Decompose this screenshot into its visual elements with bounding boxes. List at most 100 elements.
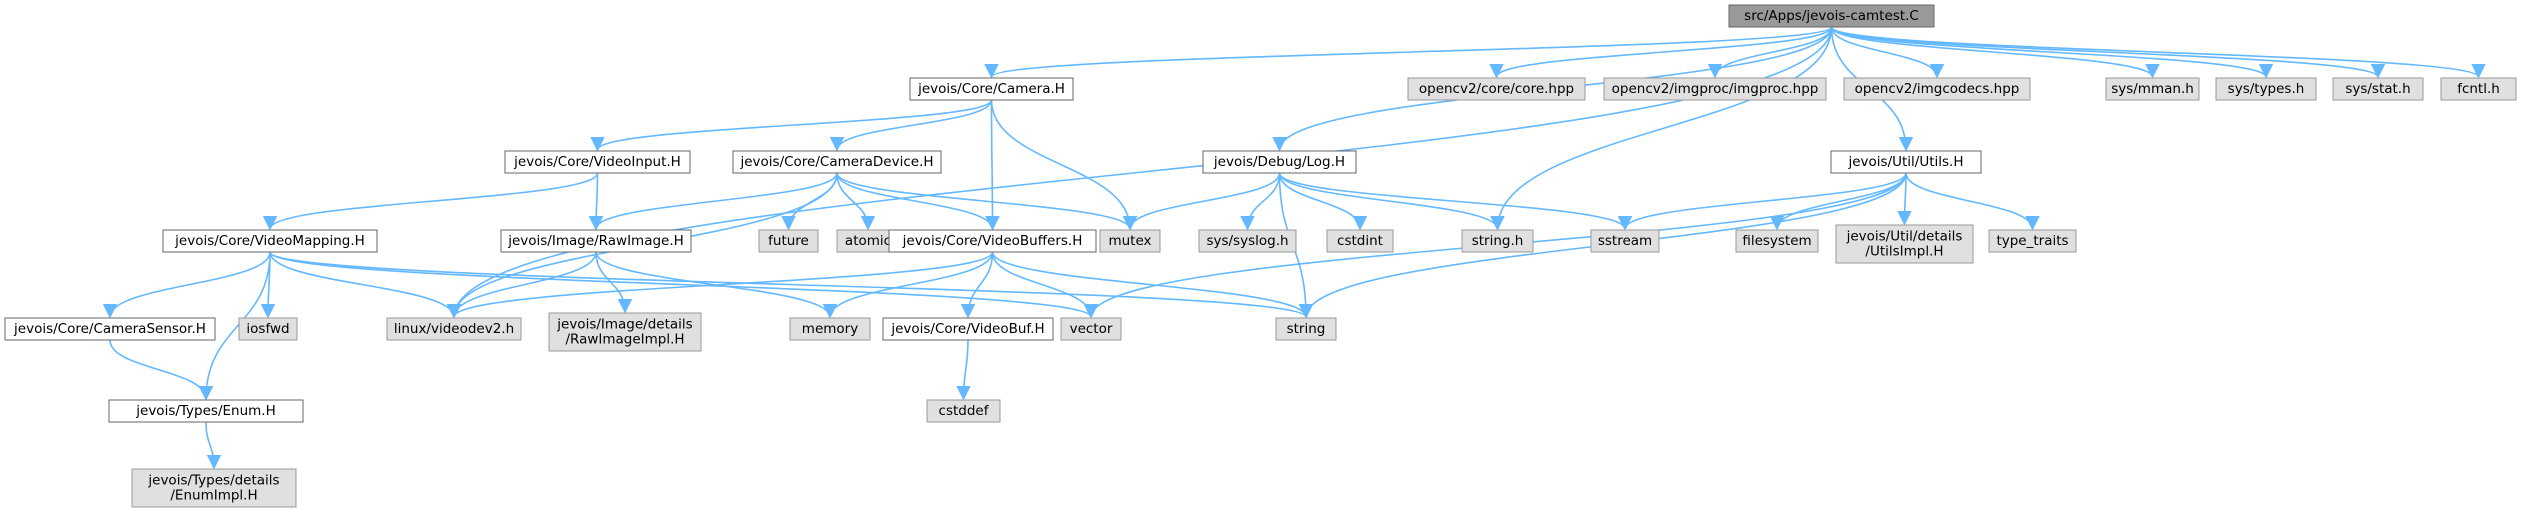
node-jevois-core-cameradevice-h[interactable]: jevois/Core/CameraDevice.H bbox=[732, 150, 942, 174]
edge-cameradevice-to-videobuffers bbox=[836, 172, 1000, 231]
node-label: filesystem bbox=[1742, 233, 1811, 249]
dependency-edge bbox=[102, 251, 271, 319]
node-label: string bbox=[1287, 321, 1326, 337]
node-box bbox=[926, 399, 1001, 423]
edge-utils-to-typetraits bbox=[1905, 172, 2040, 231]
dependency-edge bbox=[588, 172, 604, 231]
edge-root-to-systypes bbox=[1830, 26, 2273, 79]
edge-log-to-mutex bbox=[1122, 172, 1281, 231]
node-box bbox=[1590, 229, 1660, 253]
node-jevois-core-camerasensor-h[interactable]: jevois/Core/CameraSensor.H bbox=[4, 317, 216, 341]
node-future: future bbox=[758, 229, 819, 253]
node-sys-stat-h: sys/stat.h bbox=[2332, 77, 2424, 101]
node-label: src/Apps/jevois-camtest.C bbox=[1744, 8, 1919, 24]
edge-log-to-sstream bbox=[1278, 172, 1633, 231]
edge-root-to-camera bbox=[984, 26, 1833, 79]
node-box bbox=[1275, 317, 1337, 341]
node-jevois-core-videomapping-h[interactable]: jevois/Core/VideoMapping.H bbox=[162, 229, 378, 253]
edge-root-to-sysstat bbox=[1830, 26, 2385, 79]
nodes-layer: src/Apps/jevois-camtest.C jevois/Core/Cam… bbox=[4, 4, 2517, 508]
node-mutex: mutex bbox=[1099, 229, 1161, 253]
dependency-edge bbox=[1278, 172, 1633, 231]
node-sys-types-h: sys/types.h bbox=[2215, 77, 2317, 101]
dependency-edge bbox=[590, 99, 993, 152]
node-box bbox=[238, 317, 298, 341]
edge-root-to-cvcore bbox=[1489, 26, 1833, 79]
edge-videobuffers-to-memory bbox=[822, 251, 994, 319]
dependency-edge bbox=[985, 99, 1000, 231]
node-label: /UtilsImpl.H bbox=[1865, 244, 1943, 260]
node-label: string.h bbox=[1472, 233, 1524, 249]
edge-videomapping-to-string bbox=[269, 251, 1313, 319]
node-label: sys/stat.h bbox=[2345, 81, 2410, 97]
node-label: future bbox=[768, 233, 809, 249]
node-jevois-util-details-utilsimpl-h: jevois/Util/details/UtilsImpl.H bbox=[1835, 224, 1974, 264]
dependency-edge bbox=[836, 172, 876, 231]
node-jevois-core-videoinput-h[interactable]: jevois/Core/VideoInput.H bbox=[504, 150, 691, 174]
dependency-edge bbox=[960, 251, 994, 319]
edge-utils-to-filesystem bbox=[1769, 172, 1907, 231]
node-box bbox=[1735, 229, 1819, 253]
dependency-edge bbox=[262, 172, 599, 231]
node-box bbox=[162, 229, 378, 253]
node-jevois-types-enum-h[interactable]: jevois/Types/Enum.H bbox=[108, 399, 304, 423]
node-jevois-util-utils-h[interactable]: jevois/Util/Utils.H bbox=[1830, 150, 1982, 174]
node-linux-videodev2-h: linux/videodev2.h bbox=[386, 317, 522, 341]
dependency-edge bbox=[1707, 26, 1833, 79]
dependency-edge bbox=[109, 339, 214, 401]
node-label: jevois/Core/VideoBuffers.H bbox=[902, 233, 1083, 249]
node-label: vector bbox=[1070, 321, 1113, 337]
node-opencv2-imgcodecs-hpp: opencv2/imgcodecs.hpp bbox=[1843, 77, 2031, 101]
node-label: type_traits bbox=[1996, 233, 2068, 249]
node-memory: memory bbox=[789, 317, 871, 341]
edge-camera-to-mutex bbox=[990, 99, 1138, 231]
node-label: /EnumImpl.H bbox=[170, 488, 257, 504]
dependency-edge bbox=[198, 251, 271, 401]
node-box bbox=[882, 317, 1054, 341]
node-string: string bbox=[1275, 317, 1337, 341]
edge-log-to-syslog bbox=[1240, 172, 1281, 231]
node-jevois-core-camera-h[interactable]: jevois/Core/Camera.H bbox=[909, 77, 1074, 101]
node-jevois-core-videobuffers-h[interactable]: jevois/Core/VideoBuffers.H bbox=[888, 229, 1097, 253]
node-iosfwd: iosfwd bbox=[238, 317, 298, 341]
edge-log-to-stringh bbox=[1278, 172, 1505, 231]
edge-videomapping-to-vector bbox=[269, 251, 1098, 319]
node-src-apps-jevois-camtest-c[interactable]: src/Apps/jevois-camtest.C bbox=[1728, 4, 1935, 28]
dependency-edge bbox=[1617, 172, 1907, 231]
node-jevois-types-details-enumimpl-h: jevois/Types/details/EnumImpl.H bbox=[131, 468, 297, 508]
node-box bbox=[1843, 77, 2031, 101]
dependency-edge bbox=[1897, 172, 1912, 226]
node-label: sys/mman.h bbox=[2111, 81, 2194, 97]
edge-videobuffers-to-string bbox=[991, 251, 1314, 319]
node-box bbox=[758, 229, 819, 253]
dependency-edge bbox=[829, 99, 993, 152]
edge-utils-to-utilsimpl bbox=[1897, 172, 1912, 226]
dependency-edge bbox=[1830, 26, 2160, 79]
node-label: sstream bbox=[1598, 233, 1652, 249]
dependency-edge bbox=[269, 251, 462, 319]
node-box bbox=[1461, 229, 1534, 253]
dependency-edge bbox=[447, 251, 994, 319]
edge-log-to-cstdint bbox=[1278, 172, 1368, 231]
dependency-edge bbox=[984, 26, 1833, 79]
edge-utils-to-sstream bbox=[1617, 172, 1907, 231]
dependency-edge bbox=[1240, 172, 1281, 231]
node-jevois-debug-log-h[interactable]: jevois/Debug/Log.H bbox=[1202, 150, 1357, 174]
node-box bbox=[548, 312, 702, 352]
node-box bbox=[1198, 229, 1297, 253]
node-label: jevois/Core/VideoInput.H bbox=[513, 154, 681, 170]
dependency-edge bbox=[1278, 172, 1368, 231]
edge-camera-to-videobuffers bbox=[985, 99, 1000, 231]
node-label: jevois/Core/VideoMapping.H bbox=[174, 233, 365, 249]
dependency-edge bbox=[991, 251, 1314, 319]
node-opencv2-core-core-hpp: opencv2/core/core.hpp bbox=[1407, 77, 1586, 101]
node-label: /RawImageImpl.H bbox=[565, 332, 684, 348]
dependency-edge bbox=[991, 251, 1099, 319]
node-jevois-core-videobuf-h[interactable]: jevois/Core/VideoBuf.H bbox=[882, 317, 1054, 341]
node-string-h: string.h bbox=[1461, 229, 1534, 253]
node-label: jevois/Types/details bbox=[147, 473, 279, 489]
edge-videobuffers-to-videobuf bbox=[960, 251, 994, 319]
node-box bbox=[2332, 77, 2424, 101]
edge-videobuf-to-cstddef bbox=[956, 339, 971, 401]
node-jevois-image-rawimage-h[interactable]: jevois/Image/RawImage.H bbox=[500, 229, 692, 253]
